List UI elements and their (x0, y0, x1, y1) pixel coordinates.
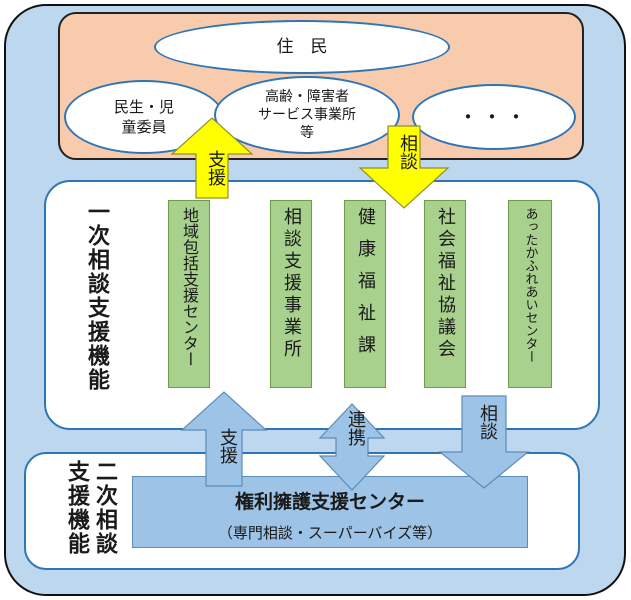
center-subtitle: （専門相談・スーパーバイズ等） (217, 524, 443, 542)
residents-label: 住 民 (276, 36, 328, 57)
residents-ellipse: 住 民 (154, 20, 450, 74)
primary-label: 一次相談支援機能 (84, 200, 109, 392)
secondary-label-col1: 二次相談 (92, 460, 117, 556)
support-up-label: 支援 (205, 150, 226, 186)
org-bar-4: 社会福祉協議会 (424, 200, 466, 388)
cooperation-arrow (318, 403, 386, 491)
consult-lower-arrow (438, 395, 530, 489)
support-lower-label: 支援 (217, 428, 238, 464)
org-bar-5: あったかふれあいセンター (508, 200, 552, 388)
primary-support-box (44, 180, 600, 430)
org-label-4: 社会福祉協議会 (435, 207, 456, 361)
support-lower-arrow (180, 391, 268, 487)
org-label-5: あったかふれあいセンター (522, 207, 538, 363)
center-title: 権利擁護支援センター (234, 491, 425, 513)
org-bar-1: 地域包括支援センター (168, 200, 210, 388)
rights-advocacy-center: 権利擁護支援センター （専門相談・スーパーバイズ等） (132, 476, 528, 548)
service-provider-label: 高齢・障害者 サービス事業所 等 (258, 88, 356, 142)
org-bar-2: 相談支援事業所 (270, 200, 312, 388)
consult-down-arrow (358, 125, 450, 209)
support-up-arrow (170, 117, 254, 199)
minsei-label: 民生・児 童委員 (113, 97, 174, 136)
org-label-3: 健康福祉課 (355, 207, 376, 367)
secondary-label-col2: 支援機能 (64, 460, 89, 556)
others-ellipse: ・・・ (412, 84, 576, 150)
org-label-2: 相談支援事業所 (281, 207, 302, 361)
service-provider-ellipse: 高齢・障害者 サービス事業所 等 (214, 76, 400, 154)
cooperation-label: 連携 (345, 410, 366, 446)
org-label-1: 地域包括支援センター (180, 207, 199, 367)
minsei-ellipse: 民生・児 童委員 (64, 80, 224, 154)
consult-down-label: 相談 (397, 134, 418, 170)
org-bar-3: 健康福祉課 (344, 200, 386, 388)
consult-lower-label: 相談 (477, 404, 498, 440)
others-label: ・・・ (458, 104, 530, 129)
